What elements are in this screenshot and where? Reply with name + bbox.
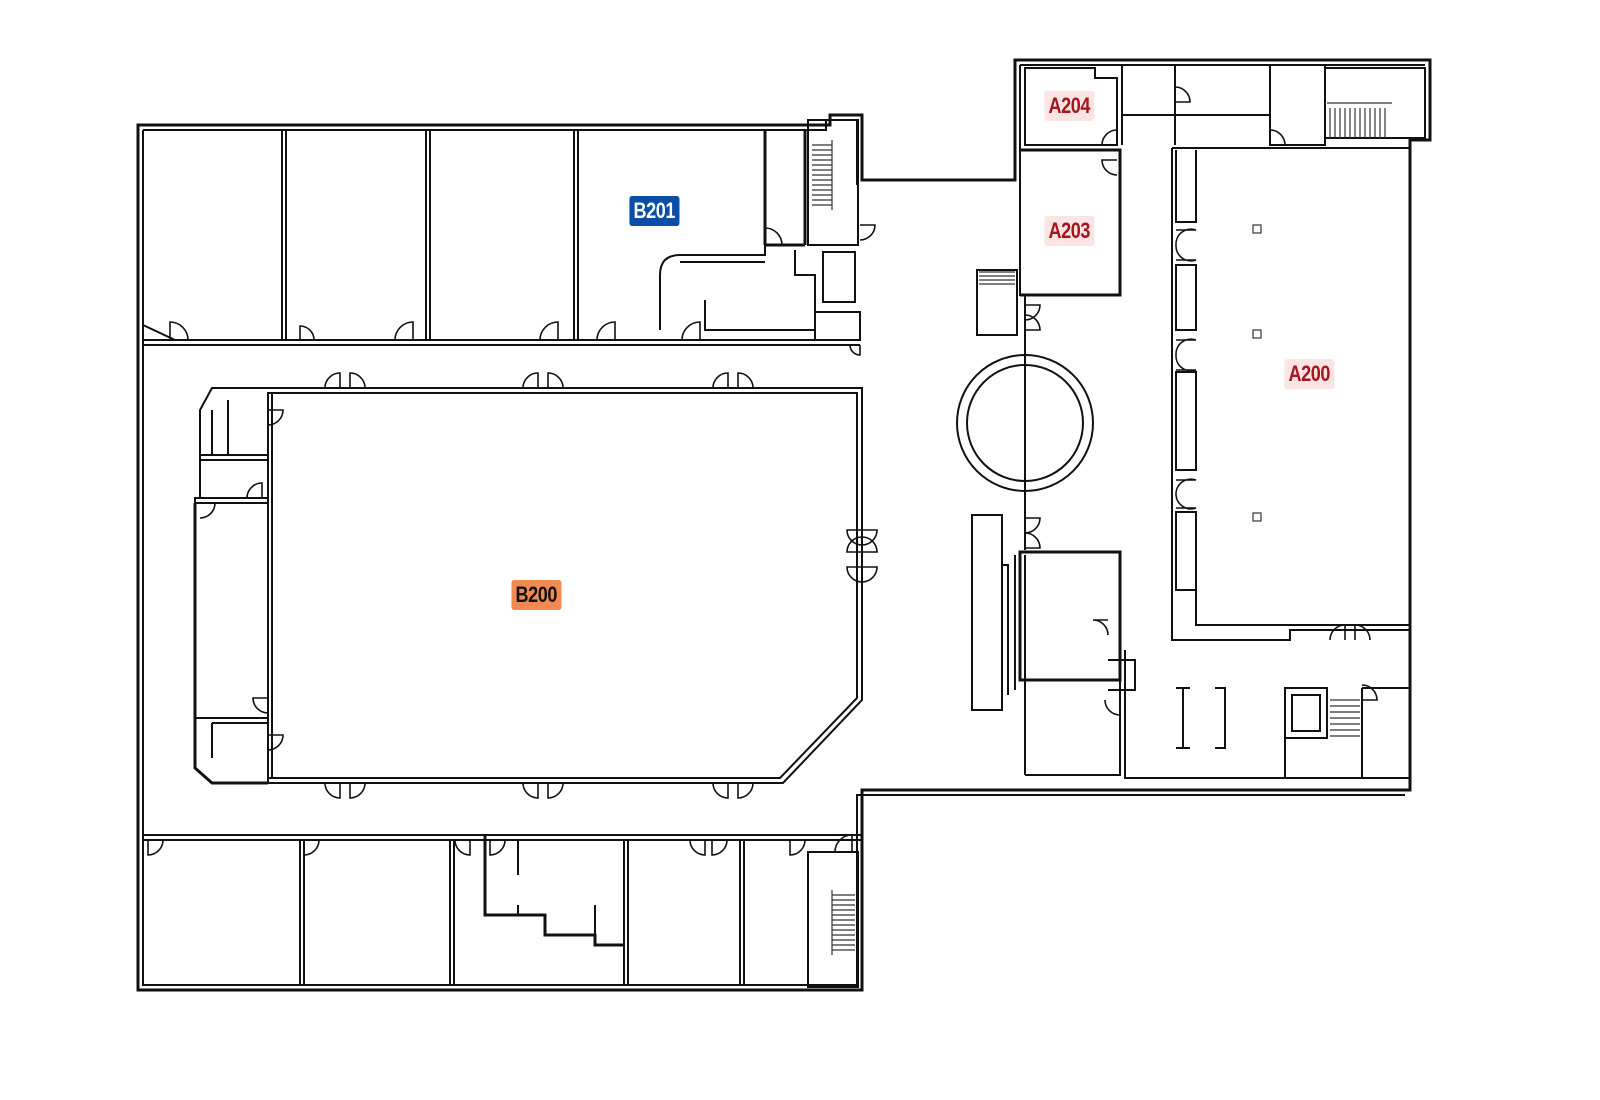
building-a-walls [956,64,1426,779]
room-label-b200[interactable]: B200 [511,580,562,610]
room-label-a203[interactable]: A203 [1044,216,1095,246]
room-label-a200[interactable]: A200 [1284,359,1335,389]
b-top-rooms [142,119,861,346]
building-b-outline [136,58,1432,992]
b-bottom-rooms [143,834,862,988]
b200-hall-walls [193,387,863,785]
room-label-b201[interactable]: B201 [629,196,680,226]
room-label-a204[interactable]: A204 [1044,91,1095,121]
doors [147,86,1378,856]
